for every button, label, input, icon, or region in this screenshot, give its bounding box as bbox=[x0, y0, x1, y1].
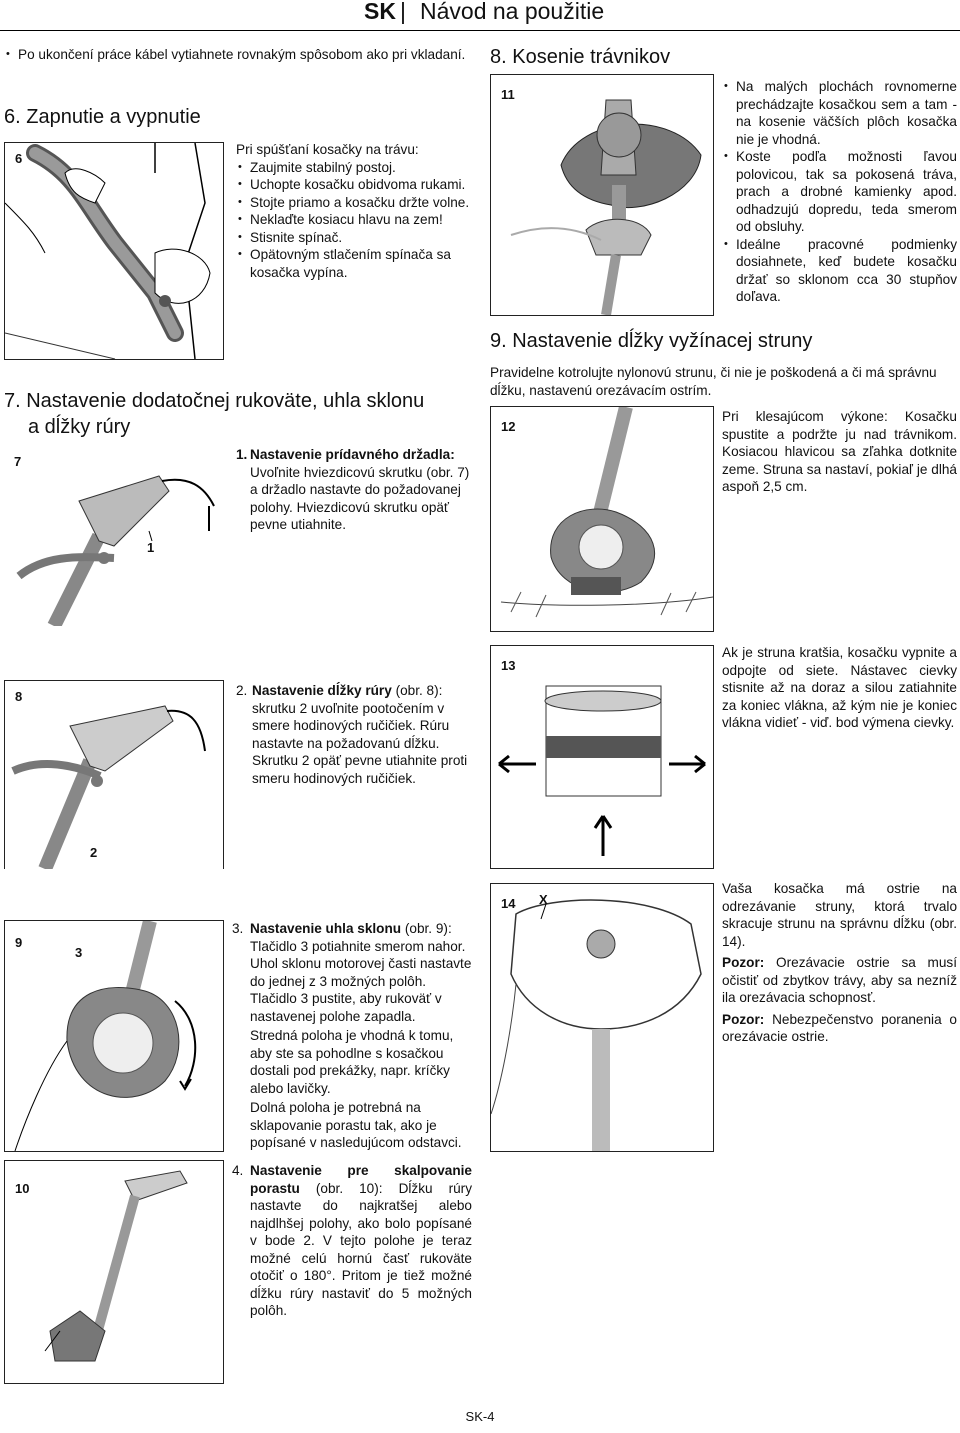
s8-bullet: Koste podľa možnosti ľavou polovicou, ta… bbox=[722, 148, 957, 236]
figure-9-number: 9 bbox=[15, 935, 23, 950]
s6-bullet: Opätovným stlačením spínača sa kosačka v… bbox=[236, 246, 476, 281]
s6-bullet: Zaujmite stabilný postoj. bbox=[236, 159, 476, 177]
s6-bullet: Stojte priamo a kosačku držte volne. bbox=[236, 194, 476, 212]
figure-9-callout: 3 bbox=[75, 945, 83, 960]
figure-8: 8 2 bbox=[4, 680, 224, 869]
section-9-intro: Pravidelne kotrolujte nylonovú strunu, č… bbox=[490, 365, 937, 398]
section-9-para-14-text: Vaša kosačka má ostrie na odrezávanie st… bbox=[722, 881, 957, 949]
section-6-list: Zaujmite stabilný postoj. Uchopte kosačk… bbox=[236, 159, 476, 282]
s8-bullet: Ideálne pracovné podmienky dosiahnete, k… bbox=[722, 236, 957, 306]
figure-11-illustration bbox=[510, 99, 702, 315]
figure-14-illustration bbox=[491, 899, 702, 1151]
step-3-para-2: Stredná poloha je vhodná k tomu, aby ste… bbox=[250, 1028, 454, 1096]
figure-11-number: 11 bbox=[501, 87, 515, 102]
step-2-num: 2. bbox=[236, 683, 248, 698]
figure-8-illustration bbox=[11, 705, 206, 869]
step-4-ref: (obr. 10): bbox=[315, 1180, 383, 1196]
header-separator: | bbox=[400, 0, 406, 24]
step-4: 4. Nastavenie pre skalpovanie porastu (o… bbox=[232, 1162, 472, 1320]
figure-11: 11 bbox=[490, 74, 714, 316]
figure-6-number: 6 bbox=[15, 151, 23, 166]
step-3-text: Tlačidlo 3 potiahnite smerom nahor. Uhol… bbox=[250, 938, 472, 1024]
s8-bullet: Na malých plochách rovnomerne prechádzaj… bbox=[722, 78, 957, 148]
figure-13-number: 13 bbox=[501, 658, 516, 673]
figure-7-illustration bbox=[16, 475, 215, 626]
step-1-text: Uvoľnite hviezdicovú skrutku (obr. 7) a … bbox=[250, 464, 470, 533]
step-2-ref: (obr. 8): bbox=[395, 683, 443, 698]
figure-9-illustration bbox=[14, 921, 197, 1151]
figure-7-number: 7 bbox=[14, 454, 22, 469]
step-3-num: 3. bbox=[232, 921, 244, 936]
page-header: SK | Návod na použitie bbox=[340, 0, 960, 30]
warning-1-text: Orezávacie ostrie sa musí očistiť od zby… bbox=[722, 955, 958, 1005]
figure-10: 10 bbox=[4, 1160, 224, 1384]
figure-14-number: 14 bbox=[501, 896, 516, 911]
figure-7-callout: 1 bbox=[147, 540, 155, 555]
figure-8-number: 8 bbox=[15, 689, 23, 704]
section-6-heading: 6. Zapnutie a vypnutie bbox=[4, 106, 201, 128]
figure-8-callout: 2 bbox=[90, 845, 98, 860]
figure-6-illustration bbox=[5, 143, 211, 359]
figure-12-number: 12 bbox=[501, 419, 516, 434]
section-6-text: Pri spúšťaní kosačky na trávu: Zaujmite … bbox=[236, 141, 476, 281]
section-6-lead: Pri spúšťaní kosačky na trávu: bbox=[236, 142, 419, 157]
figure-12: 12 bbox=[490, 406, 714, 632]
step-1-num: 1. bbox=[236, 447, 248, 462]
step-3-title: Nastavenie uhla sklonu bbox=[250, 921, 402, 936]
figure-14-callout: X bbox=[539, 892, 548, 907]
figure-10-number: 10 bbox=[15, 1181, 30, 1196]
figure-9: 9 3 bbox=[4, 920, 224, 1152]
step-2: 2. Nastavenie dĺžky rúry (obr. 8): skrut… bbox=[236, 682, 472, 787]
step-3-ref: (obr. 9): bbox=[404, 921, 452, 936]
s6-bullet: Stisnite spínač. bbox=[236, 229, 476, 247]
step-1-title: Nastavenie prídavného držadla: bbox=[250, 447, 455, 462]
figure-7: 7 1 bbox=[4, 446, 222, 626]
figure-12-illustration bbox=[500, 407, 713, 618]
section-7-heading-line1: 7. Nastavenie dodatočnej rukoväte, uhla … bbox=[4, 390, 425, 412]
section-8-list: Na malých plochách rovnomerne prechádzaj… bbox=[722, 78, 957, 306]
warning-2-text: Nebezpečenstvo poranenia o orezávacie os… bbox=[722, 1011, 957, 1045]
warning-2-label: Pozor: bbox=[722, 1011, 765, 1027]
figure-6: 6 bbox=[4, 142, 224, 360]
section-8-heading: 8. Kosenie trávnikov bbox=[490, 46, 671, 68]
figure-10-illustration bbox=[44, 1170, 188, 1362]
section-9-para-14: Vaša kosačka má ostrie na odrezávanie st… bbox=[722, 880, 957, 1046]
s6-bullet: Neklaďte kosiacu hlavu na zem! bbox=[236, 211, 476, 229]
step-1: 1. Nastavenie prídavného držadla: Uvoľni… bbox=[236, 446, 476, 534]
header-title: Návod na použitie bbox=[420, 0, 605, 24]
step-4-text: Dĺžku rúry nastavte do najkratšej alebo … bbox=[250, 1180, 473, 1319]
page-number: SK-4 bbox=[465, 1409, 495, 1424]
step-4-num: 4. bbox=[232, 1163, 244, 1178]
figure-13: 13 bbox=[490, 645, 714, 869]
section-7-heading-line2: a dĺžky rúry bbox=[28, 416, 131, 438]
step-2-text: skrutku 2 uvoľnite pootočením v smere ho… bbox=[252, 700, 468, 786]
warning-2: Pozor: Nebezpečenstvo poranenia o orezáv… bbox=[722, 1011, 957, 1046]
warning-1: Pozor: Orezávacie ostrie sa musí očistiť… bbox=[722, 954, 957, 1007]
intro-bullet: Po ukončení práce kábel vytiahnete rovna… bbox=[4, 46, 474, 64]
section-9-para-13: Ak je struna kratšia, kosačku vypnite a … bbox=[722, 645, 957, 730]
section-9-para-12: Pri klesajúcom výkone: Kosačku spustite … bbox=[722, 409, 957, 494]
warning-1-label: Pozor: bbox=[722, 955, 765, 970]
step-3: 3. Nastavenie uhla sklonu (obr. 9): Tlač… bbox=[232, 920, 472, 1152]
section-7-heading: 7. Nastavenie dodatočnej rukoväte, uhla … bbox=[4, 388, 424, 440]
step-2-title: Nastavenie dĺžky rúry bbox=[252, 683, 392, 698]
step-3-para-3: Dolná poloha je potrebná na sklapovanie … bbox=[250, 1100, 462, 1150]
header-lang: SK bbox=[364, 0, 396, 24]
figure-14: 14 X bbox=[490, 883, 714, 1152]
figure-13-illustration bbox=[498, 685, 706, 856]
s6-bullet: Uchopte kosačku obidvoma rukami. bbox=[236, 176, 476, 194]
header-rule bbox=[0, 30, 960, 31]
section-9-heading: 9. Nastavenie dĺžky vyžínacej struny bbox=[490, 330, 813, 352]
step-4-title: Nastavenie pre skalpovanie porastu bbox=[250, 1163, 472, 1196]
intro-list: Po ukončení práce kábel vytiahnete rovna… bbox=[4, 46, 474, 64]
